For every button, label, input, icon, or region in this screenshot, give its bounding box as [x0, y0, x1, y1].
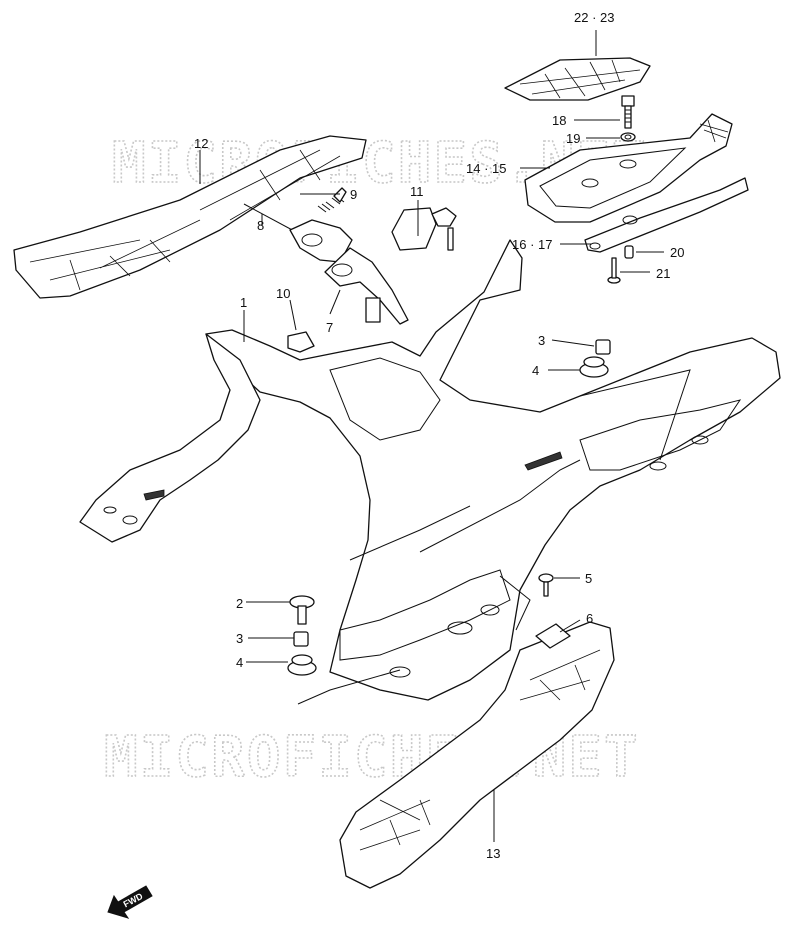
part-22-23-pad: [504, 57, 651, 101]
part-5-screw: [538, 573, 554, 597]
part-4-grommet-upper: [579, 356, 609, 378]
callout-11: 11: [410, 184, 424, 199]
callout-12: 12: [194, 136, 208, 151]
part-12-mat: [13, 135, 367, 299]
callout-19: 19: [566, 131, 580, 146]
callout-20: 20: [670, 245, 684, 260]
callout-4-lower: 4: [236, 655, 243, 670]
part-9-springs: [317, 187, 347, 213]
callout-8: 8: [257, 218, 264, 233]
callout-18: 18: [552, 113, 566, 128]
callout-1: 1: [240, 295, 247, 310]
part-11-lock: [391, 207, 457, 251]
part-6-clip: [535, 623, 571, 649]
callout-4-upper: 4: [532, 363, 539, 378]
part-19-washer: [620, 132, 636, 142]
part-10-cap: [287, 331, 315, 353]
leader-lines: [199, 30, 691, 842]
callout-21: 21: [656, 266, 670, 281]
part-2-bolt: [289, 595, 315, 625]
part-4-grommet-lower: [287, 654, 317, 676]
callout-5: 5: [585, 571, 592, 586]
callout-22-23: 22 · 23: [574, 10, 614, 25]
callouts: 22 · 23 18 19 14 · 15 12 9 11 8 16 · 17 …: [194, 10, 684, 861]
callout-14-15: 14 · 15: [466, 161, 506, 176]
callout-3-upper: 3: [538, 333, 545, 348]
callout-6: 6: [586, 611, 593, 626]
part-18-bolt: [621, 95, 635, 129]
callout-2: 2: [236, 596, 243, 611]
part-16-17-bracket: [584, 177, 749, 253]
callout-7: 7: [326, 320, 333, 335]
callout-9: 9: [350, 187, 357, 202]
part-3-collar-lower: [293, 631, 309, 647]
part-14-15-tray: [524, 113, 733, 223]
fwd-arrow-icon: FWD: [107, 885, 153, 919]
callout-3-lower: 3: [236, 631, 243, 646]
part-8-rod: [243, 203, 297, 233]
callout-16-17: 16 · 17: [512, 237, 552, 252]
part-13-mat: [339, 621, 615, 889]
part-7-latch: [289, 219, 409, 325]
part-21-screw: [607, 257, 621, 284]
part-1-frame: [79, 239, 781, 701]
callout-10: 10: [276, 286, 290, 301]
callout-13: 13: [486, 846, 500, 861]
part-20-collar: [624, 245, 634, 259]
part-3-collar-upper: [595, 339, 611, 355]
